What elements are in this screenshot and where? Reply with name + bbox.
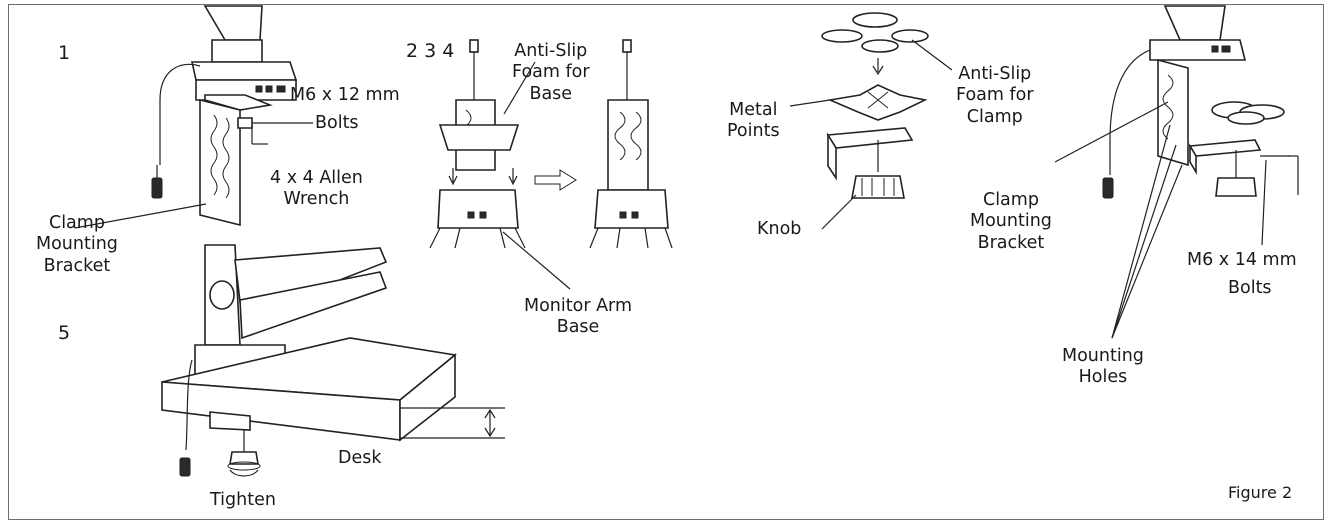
bolts-14-label: Bolts bbox=[1228, 278, 1272, 298]
step1-illustration bbox=[74, 5, 313, 229]
step234-illustration bbox=[429, 39, 673, 290]
knob-label: Knob bbox=[757, 219, 802, 239]
bolts-12-label: Bolts bbox=[315, 113, 359, 133]
tighten-arrow-icon bbox=[229, 469, 259, 477]
m6-14-label: M6 x 14 mm bbox=[1187, 250, 1297, 270]
clamp-mounting-bracket-label-2: Clamp Mounting Bracket bbox=[970, 190, 1052, 253]
step5-illustration bbox=[161, 244, 505, 477]
step-234-number: 2 3 4 bbox=[406, 40, 455, 62]
step-5-number: 5 bbox=[58, 322, 71, 344]
mounting-holes-label: Mounting Holes bbox=[1062, 346, 1144, 388]
metal-points-label: Metal Points bbox=[727, 100, 780, 142]
anti-slip-foam-clamp-label: Anti-Slip Foam for Clamp bbox=[956, 64, 1034, 127]
tighten-label: Tighten bbox=[210, 490, 276, 510]
anti-slip-foam-base-label: Anti-Slip Foam for Base bbox=[512, 41, 590, 104]
bracket-detail-illustration bbox=[1054, 5, 1299, 339]
figure-frame bbox=[8, 4, 1324, 520]
monitor-arm-base-label: Monitor Arm Base bbox=[524, 296, 632, 338]
m6-12-label: M6 x 12 mm bbox=[290, 85, 400, 105]
clamp-mounting-bracket-label-1: Clamp Mounting Bracket bbox=[36, 213, 118, 276]
allen-wrench-label: 4 x 4 Allen Wrench bbox=[270, 168, 363, 210]
step-1-number: 1 bbox=[58, 42, 71, 64]
clamp-detail-illustration bbox=[789, 12, 953, 230]
desk-label: Desk bbox=[338, 448, 382, 468]
figure-caption: Figure 2 bbox=[1228, 483, 1293, 502]
